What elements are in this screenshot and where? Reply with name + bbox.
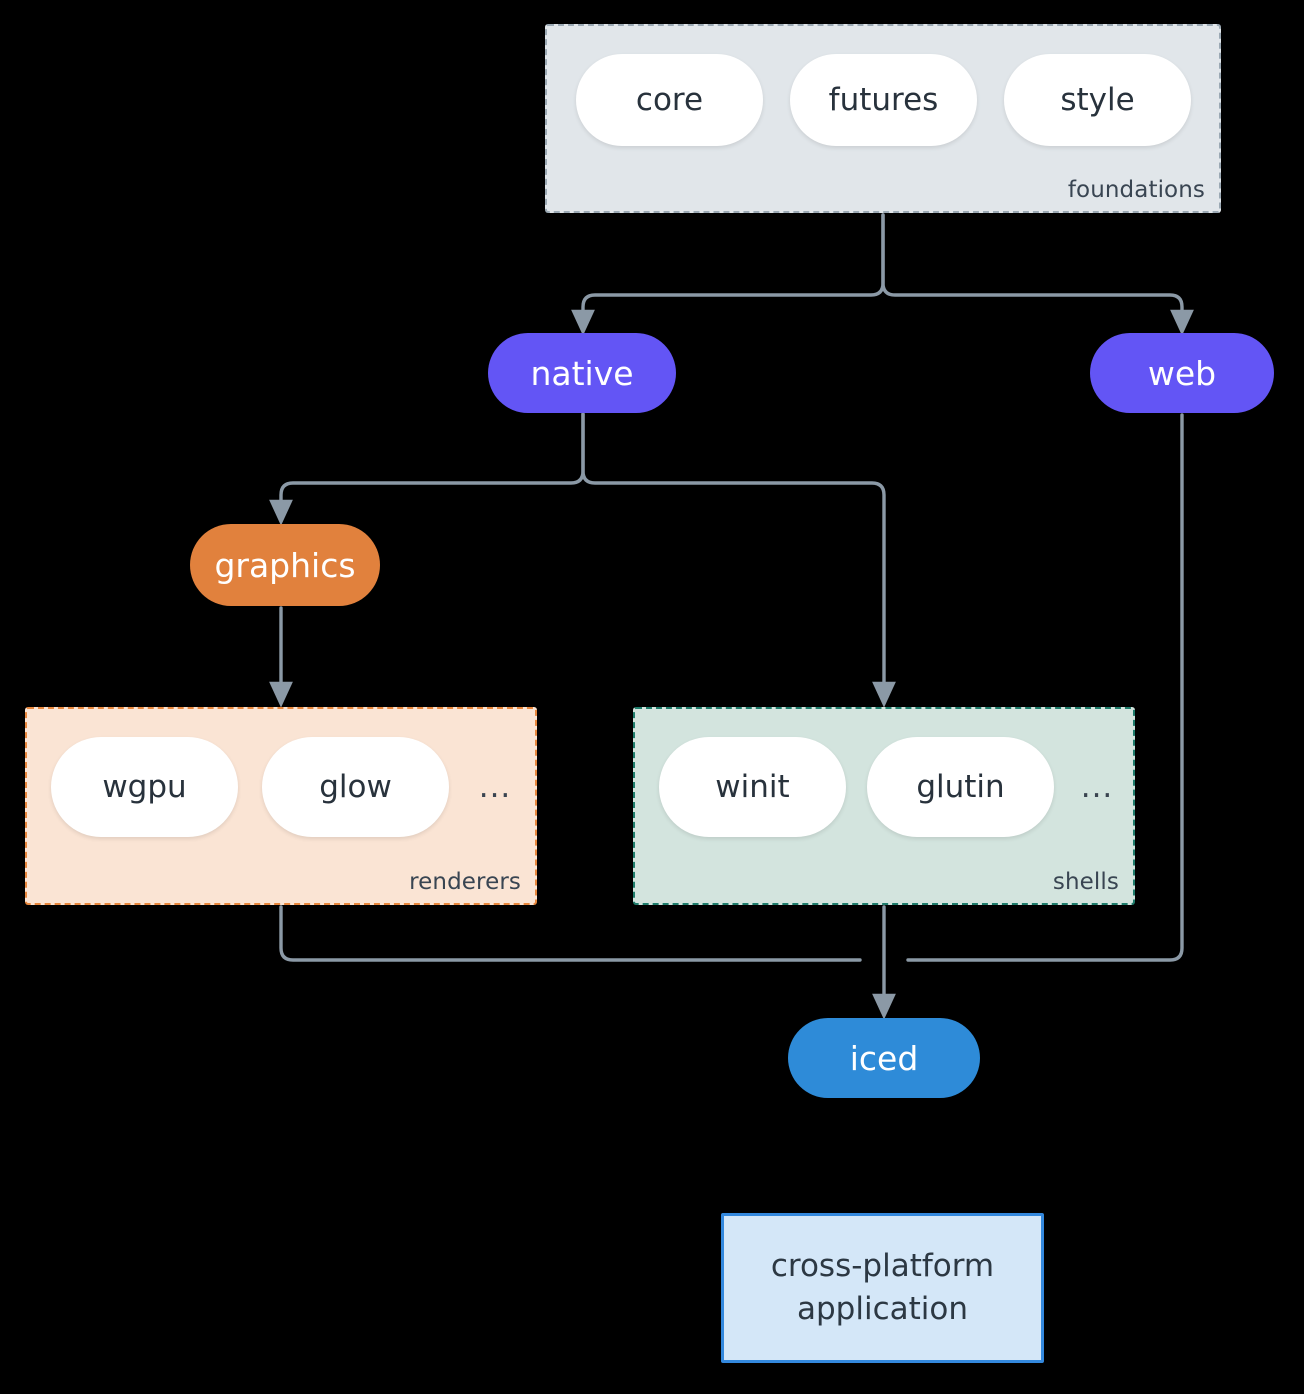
node-graphics[interactable]: graphics: [190, 524, 380, 606]
edge-native-shells: [581, 412, 896, 708]
shells-members: winit glutin ...: [659, 737, 1119, 837]
node-futures[interactable]: futures: [790, 54, 977, 146]
application-line-2: application: [797, 1291, 968, 1327]
cluster-renderers: wgpu glow ... renderers: [25, 707, 537, 905]
node-glutin[interactable]: glutin: [867, 737, 1054, 837]
cluster-foundations: core futures style foundations: [545, 24, 1221, 213]
edge-renderers-iced: [279, 905, 862, 962]
node-iced[interactable]: iced: [788, 1018, 980, 1098]
cluster-label-foundations: foundations: [1067, 177, 1205, 203]
node-wgpu[interactable]: wgpu: [51, 737, 238, 837]
node-winit[interactable]: winit: [659, 737, 846, 837]
renderers-members: wgpu glow ...: [51, 737, 517, 837]
renderers-ellipsis: ...: [478, 768, 512, 805]
node-core[interactable]: core: [576, 54, 763, 146]
node-cross-platform-application[interactable]: cross-platform application: [721, 1213, 1044, 1363]
shells-ellipsis: ...: [1080, 768, 1114, 805]
node-web[interactable]: web: [1090, 333, 1274, 413]
edge-foundations-split: [571, 213, 885, 336]
cluster-label-shells: shells: [1052, 869, 1119, 895]
edge-foundations-web: [881, 213, 1194, 336]
cluster-label-renderers: renderers: [409, 869, 521, 895]
edge-native-graphics: [269, 412, 585, 526]
node-native[interactable]: native: [488, 333, 676, 413]
cluster-shells: winit glutin ... shells: [633, 707, 1135, 905]
node-style[interactable]: style: [1004, 54, 1191, 146]
node-glow[interactable]: glow: [262, 737, 449, 837]
foundations-members: core futures style: [576, 54, 1191, 146]
application-line-1: cross-platform: [770, 1248, 995, 1285]
